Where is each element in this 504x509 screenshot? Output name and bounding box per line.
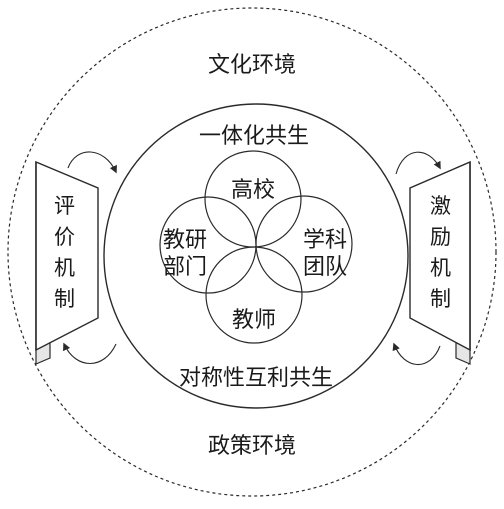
feedback-arrows: [63, 151, 441, 366]
inner-symbiosis-circle: [103, 103, 409, 409]
policy-environment-label: 政策环境: [208, 434, 296, 459]
petal-discipline-team-label-line1: 学科: [303, 228, 347, 253]
left-block-char-2: 价: [54, 225, 75, 249]
left-block-char-3: 机: [54, 256, 75, 280]
outer-environment-circle: [7, 7, 497, 497]
right-block-char-4: 制: [430, 287, 451, 311]
right-block-char-3: 机: [430, 256, 451, 280]
evaluation-mechanism-block: 评 价 机 制: [35, 160, 99, 365]
arrow-left-top: [67, 151, 117, 174]
incentive-mechanism-block: 激 励 机 制: [409, 160, 471, 365]
culture-environment-label: 文化环境: [208, 53, 296, 78]
symmetric-mutualism-label: 对称性互利共生: [179, 366, 333, 391]
right-block-char-1: 激: [430, 194, 451, 218]
arrow-right-top: [395, 151, 441, 175]
petal-discipline-team-label-line2: 团队: [303, 255, 347, 280]
four-circle-cluster: [159, 150, 353, 344]
petal-teacher-label: 教师: [232, 308, 276, 333]
petal-research-dept-label-line1: 教研: [163, 228, 207, 253]
petal-university-label: 高校: [231, 178, 275, 203]
left-block-char-1: 评: [54, 194, 75, 218]
integrated-symbiosis-label: 一体化共生: [199, 124, 309, 149]
left-block-char-4: 制: [54, 287, 75, 311]
right-block-char-2: 励: [430, 225, 451, 249]
circle-discipline-team: [255, 195, 353, 293]
arrow-right-bottom: [392, 342, 441, 366]
petal-research-dept-label-line2: 部门: [163, 255, 207, 280]
circle-teacher: [205, 246, 303, 344]
arrow-left-bottom: [63, 342, 117, 365]
